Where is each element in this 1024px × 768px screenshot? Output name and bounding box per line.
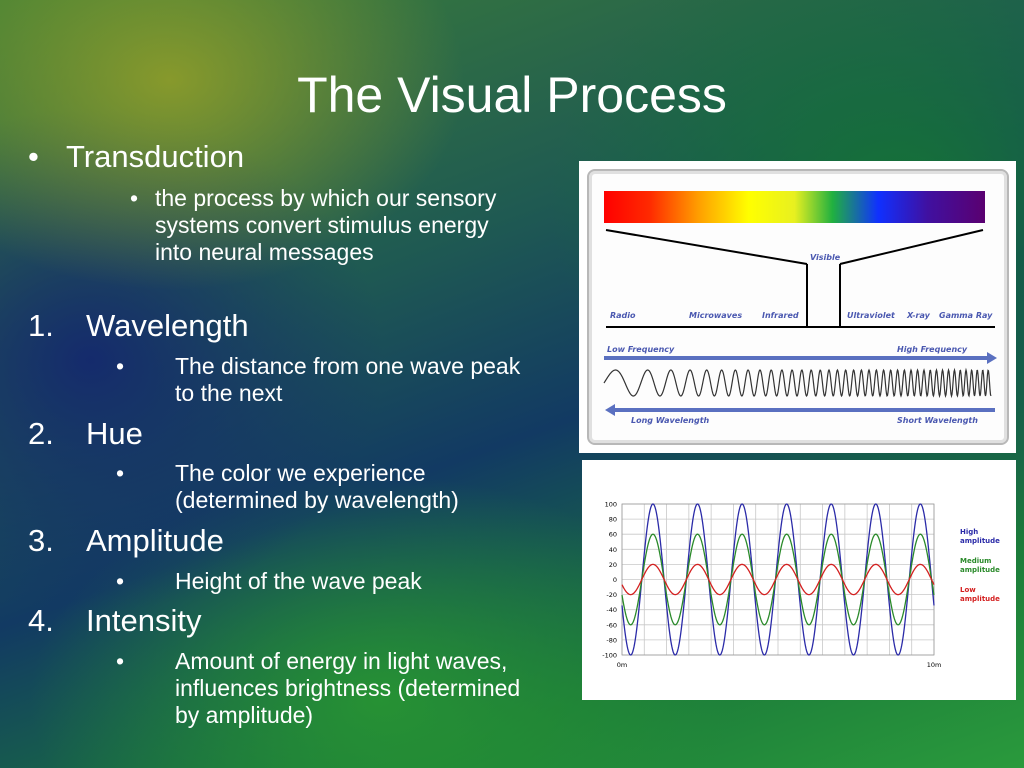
y-tick-label: 40 [609,546,617,554]
sub-bullet-marker: • [116,353,125,379]
x-tick-label: 0m [617,661,627,669]
funnel-line [839,229,984,265]
band-label: Ultraviolet [847,311,896,320]
description-line: The color we experience [175,460,426,486]
sub-bullet-marker: • [116,568,125,594]
definition-line: the process by which our sensory [155,185,497,211]
frequency-arrowhead [987,352,997,364]
y-tick-label: 100 [605,501,617,509]
band-label: X-ray [906,311,931,320]
y-tick-label: -80 [606,636,617,644]
band-label: Infrared [762,311,799,320]
description-line: to the next [175,380,283,406]
legend-entry: Low [960,586,976,594]
visible-label: Visible [810,253,841,262]
plot-frame [621,503,935,656]
series-line [621,533,935,626]
y-tick-label: 80 [609,516,617,524]
description-line: (determined by wavelength) [175,487,459,513]
legend-entry: amplitude [960,537,1000,545]
legend-entry: Medium [960,557,991,565]
short-wavelength-label: Short Wavelength [897,416,978,425]
x-tick-label: 10m [927,661,942,669]
item-number: 2. [28,416,54,451]
y-tick-label: -40 [606,606,617,614]
spectrum-figure: Visible Radio Microwaves Infrared Ultrav… [579,161,1016,453]
item-number: 1. [28,308,54,343]
y-tick-label: 60 [609,531,617,539]
y-tick-label: -20 [606,591,617,599]
band-label: Gamma Ray [939,311,993,320]
item-term: Amplitude [86,523,224,558]
spectrum-diagram: Visible Radio Microwaves Infrared Ultrav… [603,191,997,425]
funnel-line [605,229,808,265]
wavelength-wave [603,367,992,399]
y-tick-label: 0 [613,576,617,584]
y-tick-label: -60 [606,621,617,629]
description-line: by amplitude) [175,702,314,728]
legend-entry: amplitude [960,566,1000,574]
high-frequency-label: High Frequency [897,345,968,354]
sub-bullet-marker: • [130,185,139,211]
item-term: Hue [86,416,143,451]
legend-entry: amplitude [960,595,1000,603]
definition-line: into neural messages [155,239,374,265]
series-line [621,563,935,596]
item-term: Intensity [86,603,202,638]
band-label: Microwaves [689,311,742,320]
description-line: influences brightness (determined [175,675,521,701]
wavelength-arrowhead [605,404,615,416]
series-line [621,503,935,656]
legend-entry: High [960,528,978,536]
visible-spectrum-bar [604,191,985,223]
long-wavelength-label: Long Wavelength [631,416,710,425]
description-line: Height of the wave peak [175,568,422,594]
item-term: Wavelength [86,308,249,343]
item-number: 3. [28,523,54,558]
definition-line: systems convert stimulus energy [155,212,489,238]
description-line: Amount of energy in light waves, [175,648,508,674]
intro-heading: Transduction [66,139,245,174]
y-tick-label: 20 [609,561,617,569]
bullet-marker: • [28,139,39,174]
description-line: The distance from one wave peak [175,353,521,379]
low-frequency-label: Low Frequency [607,345,675,354]
y-tick-label: -100 [602,652,617,660]
sub-bullet-marker: • [116,460,125,486]
band-label: Radio [610,311,636,320]
sub-bullet-marker: • [116,648,125,674]
item-number: 4. [28,603,54,638]
slide-title: The Visual Process [297,67,727,123]
